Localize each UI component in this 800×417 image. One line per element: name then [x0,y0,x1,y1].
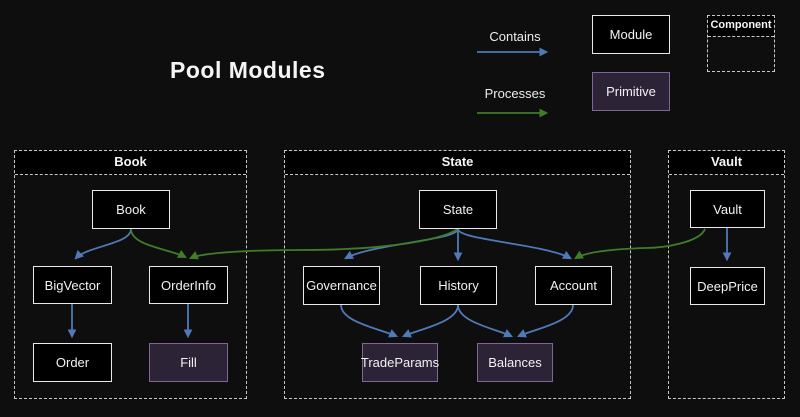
legend-processes-label: Processes [484,86,546,101]
legend-component-box: Component [707,15,775,72]
legend-contains-label: Contains [489,29,541,44]
node-vault: Vault [690,190,765,228]
vault-container-label: Vault [669,151,784,175]
legend-primitive-label: Primitive [606,84,656,99]
book-container: Book [14,150,247,399]
node-history: History [420,266,497,305]
node-order-label: Order [55,355,90,370]
node-tradeparams-label: TradeParams [360,355,440,370]
node-orderinfo: OrderInfo [149,266,228,304]
node-history-label: History [438,278,479,293]
node-tradeparams: TradeParams [360,343,440,382]
node-fill-label: Fill [180,355,197,370]
node-state-label: State [442,202,474,217]
node-account: Account [535,266,612,305]
node-orderinfo-label: OrderInfo [161,277,216,293]
node-balances: Balances [477,343,553,382]
node-governance-label: Governance [306,278,377,293]
node-book-label: Book [116,202,146,217]
node-governance: Governance [303,266,380,305]
node-order: Order [33,343,112,382]
legend-primitive-box: Primitive [592,72,670,111]
node-deepprice: DeepPrice [690,267,765,305]
page-title: Pool Modules [170,57,326,83]
node-account-label: Account [550,278,597,293]
node-fill: Fill [149,343,228,382]
vault-container: Vault [668,150,785,399]
node-deepprice-label: DeepPrice [697,278,758,294]
state-container: State [284,150,631,399]
node-bigvector: BigVector [33,266,112,304]
legend-module-box: Module [592,15,670,54]
legend-module-label: Module [609,27,653,42]
node-book: Book [92,190,170,229]
node-vault-label: Vault [713,201,742,217]
state-container-label: State [285,151,630,175]
node-balances-label: Balances [488,355,542,370]
node-bigvector-label: BigVector [44,277,101,293]
node-state: State [419,190,497,229]
book-container-label: Book [15,151,246,175]
legend-component-label: Component [708,16,774,37]
